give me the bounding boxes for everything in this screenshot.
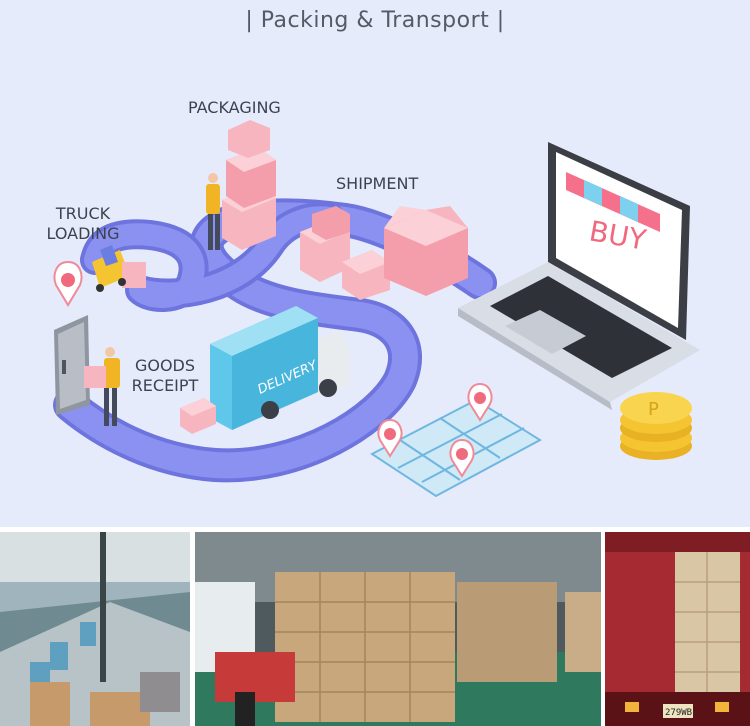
license-plate: 279WB: [665, 708, 692, 718]
stage-label-truck-line1: TRUCK: [55, 204, 111, 223]
coin-stack: [620, 392, 692, 460]
photo-container-loading: 279WB: [605, 532, 750, 726]
shop-awning: [566, 172, 660, 232]
forklift-icon: [92, 245, 146, 292]
infographic-panel: | Packing & Transport |: [0, 0, 750, 527]
stage-label-truck-line2: LOADING: [46, 224, 120, 243]
photo-production-line: [0, 532, 190, 726]
receipt-box: [180, 398, 216, 434]
process-illustration: DELIVERY BUY P: [53, 120, 700, 498]
stage-label-packaging: PACKAGING: [188, 98, 281, 117]
worker-figure: [206, 173, 220, 250]
stage-label-goods-line2: RECEIPT: [131, 376, 199, 395]
location-pin-icon: [53, 260, 83, 307]
stage-label-goods-line1: GOODS: [134, 356, 196, 375]
delivery-truck: DELIVERY: [210, 306, 350, 430]
shipment-boxes: [300, 206, 468, 300]
warehouse-door: [54, 315, 90, 415]
stage-label-goods-receipt: GOODS RECEIPT: [128, 356, 202, 396]
map-pin-icon: [377, 382, 493, 478]
laptop-illustration: [458, 142, 700, 410]
photo-warehouse-pallets: [195, 532, 601, 726]
receipt-worker: [84, 347, 120, 426]
coin-symbol: P: [648, 399, 659, 420]
stage-label-truck-loading: TRUCK LOADING: [42, 204, 124, 244]
page-title: | Packing & Transport |: [245, 8, 505, 33]
stage-label-shipment: SHIPMENT: [336, 174, 419, 193]
packaging-boxes: [222, 120, 276, 250]
